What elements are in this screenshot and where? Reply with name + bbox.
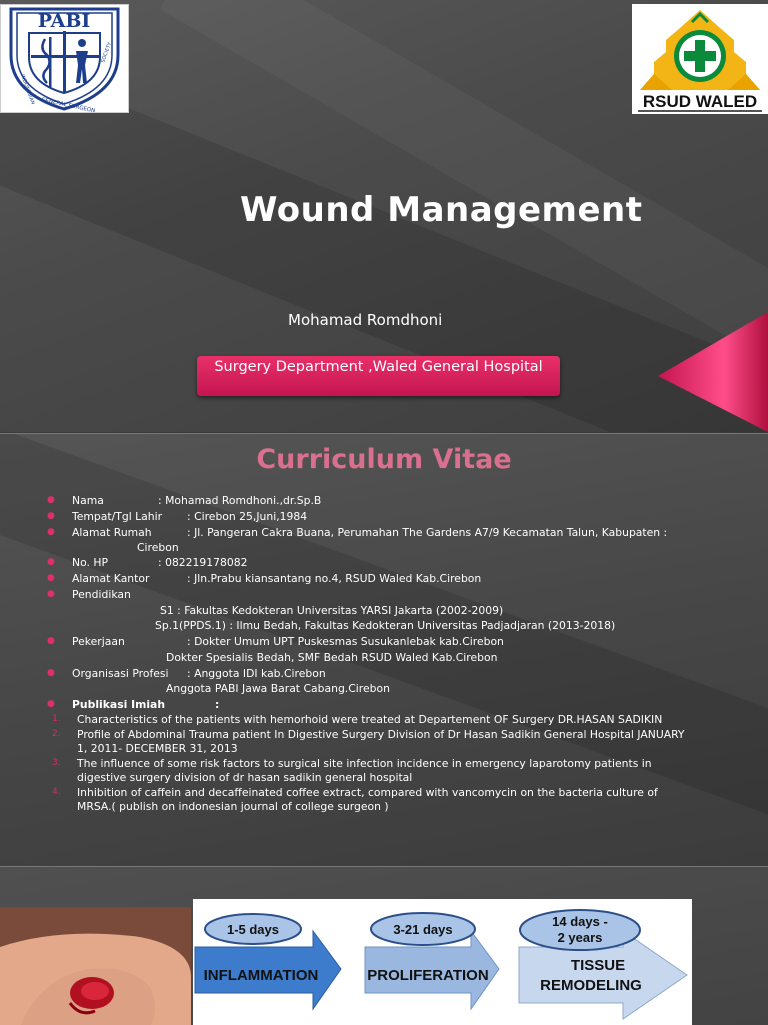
duration-bubble	[370, 912, 476, 946]
cv-value: : Jln.Prabu kiansantang no.4, RSUD Waled…	[187, 572, 482, 585]
pink-triangle-decoration	[658, 312, 768, 432]
phase-duration: 14 days -	[552, 914, 608, 929]
rsud-logo-text: RSUD WALED	[643, 92, 757, 111]
cv-row-name: ● Nama : Mohamad Romdhoni.,dr.Sp.B	[47, 494, 321, 507]
duration-bubble	[204, 913, 302, 945]
cv-row-education: ● Pendidikan	[47, 588, 131, 601]
phase-duration: 2 years	[558, 930, 603, 945]
cv-row-office-address: ● Alamat Kantor : Jln.Prabu kiansantang …	[47, 572, 481, 585]
cv-value-continuation: Dokter Spesialis Bedah, SMF Bedah RSUD W…	[166, 651, 498, 664]
publication-line: Characteristics of the patients with hem…	[77, 713, 663, 726]
curriculum-vitae-slide: Curriculum Vitae ● Nama : Mohamad Romdho…	[0, 433, 768, 866]
bullet-icon: ●	[47, 527, 55, 537]
cv-value: : Cirebon 25,Juni,1984	[187, 510, 308, 523]
education-item: Sp.1(PPDS.1) : Ilmu Bedah, Fakultas Kedo…	[155, 619, 616, 632]
phase-name: PROLIFERATION	[367, 967, 488, 984]
publication-item: 1. Characteristics of the patients with …	[52, 713, 663, 726]
presentation-title: Wound Management	[240, 190, 643, 230]
bullet-icon: ●	[47, 699, 55, 709]
wound-photo	[0, 907, 191, 1025]
cv-value: : Anggota IDI kab.Cirebon	[187, 667, 326, 680]
bullet-icon: ●	[47, 557, 55, 567]
cv-value: : Jl. Pangeran Cakra Buana, Perumahan Th…	[187, 526, 668, 539]
proliferation-arrow	[364, 929, 500, 1011]
bullet-icon: ●	[47, 636, 55, 646]
wound-healing-phases-diagram: 1-5 days 3-21 days 14 days - 2 years INF…	[193, 899, 692, 1025]
cv-label: Pendidikan	[72, 588, 131, 601]
cv-value: : 082219178082	[158, 556, 248, 569]
list-number: 1.	[52, 714, 61, 724]
cv-title: Curriculum Vitae	[256, 444, 512, 475]
publication-line: Inhibition of caffein and decaffeinated …	[77, 786, 658, 799]
bullet-icon: ●	[47, 511, 55, 521]
cv-label: Organisasi Profesi	[72, 667, 169, 680]
publication-line: MRSA.( publish on indonesian journal of …	[77, 800, 389, 813]
department-banner: Surgery Department ,Waled General Hospit…	[197, 356, 560, 396]
bullet-icon: ●	[47, 573, 55, 583]
list-number: 2.	[52, 729, 61, 739]
publication-line: The influence of some risk factors to su…	[77, 757, 652, 770]
bullet-icon: ●	[47, 589, 55, 599]
publication-line: digestive surgery division of dr hasan s…	[77, 771, 413, 784]
publication-item: 3. The influence of some risk factors to…	[52, 757, 652, 770]
bullet-icon: ●	[47, 668, 55, 678]
cv-value-continuation: Cirebon	[137, 541, 179, 554]
cv-label: No. HP	[72, 556, 108, 569]
cv-row-home-address: ● Alamat Rumah : Jl. Pangeran Cakra Buan…	[47, 526, 667, 539]
pabi-logo: PABI INDONESIAN GENERAL SURGEON SOCIETY	[0, 4, 129, 114]
cv-label: Publikasi Imiah	[72, 698, 166, 711]
rsud-waled-logo: RSUD WALED	[632, 4, 768, 114]
phase-duration: 1-5 days	[227, 922, 279, 937]
list-number: 3.	[52, 758, 61, 768]
cv-label: Tempat/Tgl Lahir	[72, 510, 163, 523]
wound-healing-slide: 1-5 days 3-21 days 14 days - 2 years INF…	[0, 866, 768, 1025]
cv-value-continuation: Anggota PABI Jawa Barat Cabang.Cirebon	[166, 682, 390, 695]
phase-name: TISSUE	[571, 957, 625, 974]
cv-label: Alamat Kantor	[72, 572, 150, 585]
cv-row-publications: ● Publikasi Imiah :	[47, 698, 219, 711]
cv-label: Pekerjaan	[72, 635, 125, 648]
pabi-logo-text: PABI	[38, 10, 91, 32]
list-number: 4.	[52, 787, 61, 797]
cv-label: Nama	[72, 494, 104, 507]
phase-name: REMODELING	[540, 977, 642, 994]
cv-value: : Mohamad Romdhoni.,dr.Sp.B	[158, 494, 322, 507]
cv-row-occupation: ● Pekerjaan : Dokter Umum UPT Puskesmas …	[47, 635, 504, 648]
publication-item: 2. Profile of Abdominal Trauma patient I…	[52, 728, 685, 741]
duration-bubble	[519, 909, 641, 951]
author-name: Mohamad Romdhoni	[288, 311, 443, 329]
publication-item: 4. Inhibition of caffein and decaffeinat…	[52, 786, 658, 799]
publication-line: Profile of Abdominal Trauma patient In D…	[77, 728, 685, 741]
phase-name: INFLAMMATION	[204, 967, 319, 984]
bullet-icon: ●	[47, 495, 55, 505]
inflammation-arrow	[194, 929, 342, 1011]
education-item: S1 : Fakultas Kedokteran Universitas YAR…	[160, 604, 504, 617]
title-slide: PABI INDONESIAN GENERAL SURGEON SOCIETY …	[0, 0, 768, 432]
phase-duration: 3-21 days	[393, 922, 452, 937]
publication-line: 1, 2011- DECEMBER 31, 2013	[77, 742, 238, 755]
cv-colon: :	[215, 698, 220, 711]
cv-row-birth: ● Tempat/Tgl Lahir : Cirebon 25,Juni,198…	[47, 510, 307, 523]
cv-row-phone: ● No. HP : 082219178082	[47, 556, 248, 569]
cv-label: Alamat Rumah	[72, 526, 152, 539]
cv-value: : Dokter Umum UPT Puskesmas Susukanlebak…	[187, 635, 504, 648]
cv-row-organization: ● Organisasi Profesi : Anggota IDI kab.C…	[47, 667, 326, 680]
